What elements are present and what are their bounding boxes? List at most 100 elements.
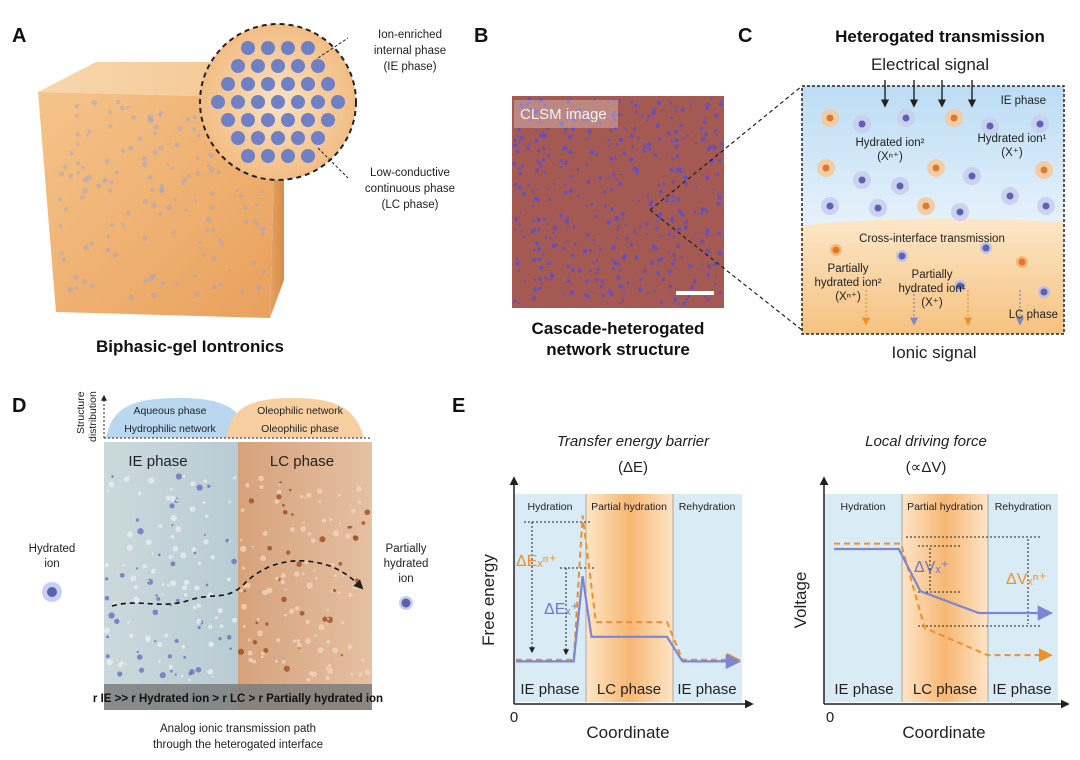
ion-domain [241,41,255,55]
clsm-dot [712,261,718,267]
clsm-dot [574,139,577,142]
molecule-dot [278,483,282,486]
molecule-dot [176,598,180,603]
clsm-dot [589,248,593,252]
cube-dot [151,274,156,279]
molecule-dot [232,617,238,623]
molecule-dot [207,668,214,675]
clsm-dot [656,101,661,106]
cube-dot [239,289,244,294]
molecule-dot [364,509,371,516]
cube-dot [68,173,73,179]
molecule-dot [180,552,187,559]
cube-dot [120,148,126,153]
molecule-dot [229,647,232,650]
oleophilic-phase-label: Oleophilic phase [261,423,339,435]
e2-region-hydration [824,494,902,702]
clsm-dot [620,173,623,176]
clsm-dot [679,169,683,174]
cube-dot [251,260,257,265]
clsm-dot [610,207,614,212]
cube-dot [173,197,177,202]
molecule-dot [248,498,255,504]
cube-dot [159,280,165,286]
clsm-dot [678,209,683,214]
clsm-dot [568,149,573,155]
clsm-dot [563,145,568,151]
clsm-dot [586,180,590,184]
clsm-dot [674,298,677,302]
clsm-dot [530,111,535,116]
molecule-dot [286,550,291,555]
clsm-dot [710,97,713,100]
clsm-dot [624,126,627,130]
cube-dot [170,166,174,170]
molecule-dot [137,528,144,535]
molecule-dot [207,484,211,488]
cube-dot [220,241,224,246]
cube-dot [86,133,90,137]
molecule-dot [308,671,314,676]
molecule-dot [291,513,294,516]
cube-dot [210,205,215,210]
panel-d-caption-line1: Analog ionic transmission path [160,723,316,735]
clsm-dot [633,127,637,131]
molecule-dot [240,508,245,513]
molecule-dot [316,488,323,494]
clsm-dot [590,203,594,206]
ion-domain [271,59,285,73]
clsm-dot [684,219,689,224]
cube-dot [106,234,111,239]
clsm-dot [609,156,615,161]
clsm-dot [683,175,688,180]
molecule-dot [194,585,200,591]
clsm-dot [539,133,544,138]
molecule-dot [239,545,247,553]
molecule-dot [175,498,179,502]
molecule-dot [276,638,281,643]
molecule-dot [197,625,201,630]
molecule-dot [260,555,267,562]
clsm-dot [532,199,535,202]
molecule-dot [189,506,196,512]
molecule-dot [127,621,130,624]
clsm-dot [513,299,517,304]
cube-dot [59,251,64,256]
molecule-dot [318,624,325,631]
clsm-dot [518,140,521,144]
ion-core [932,164,940,172]
c-partial-ion1-b: hydrated ion¹ [898,283,965,295]
panel-a-label: A [12,25,26,47]
molecule-dot [114,618,120,625]
molecule-dot [124,662,127,666]
molecule-dot [267,545,273,551]
molecule-dot [155,594,158,597]
cube-dot [151,292,157,299]
clsm-dot [539,266,544,270]
clsm-dot [671,180,675,184]
e2-phase-ie-left: IE phase [834,681,893,698]
ion-particles [817,109,1055,298]
panel-e-label: E [452,395,465,417]
clsm-dot [551,108,554,112]
clsm-dot [694,141,697,145]
molecule-dot [262,531,268,537]
ion-domain [311,95,325,109]
clsm-dot [613,219,616,222]
cube-dot [261,231,265,236]
panel-b-caption-line1: Cascade-heterogated [532,319,705,338]
cube-dot [159,183,164,188]
clsm-dot [601,294,605,298]
clsm-dot [657,184,661,188]
clsm-dot [563,183,567,187]
clsm-dot [715,172,720,177]
clsm-dot [594,277,599,282]
clsm-dot [593,98,596,101]
clsm-dot [553,182,556,185]
molecule-dot [306,582,313,589]
cube-dot [86,174,92,181]
molecule-dot [361,658,365,662]
d-partial-ion-core [401,598,411,608]
clsm-dot [618,283,624,289]
clsm-dot [531,189,535,193]
